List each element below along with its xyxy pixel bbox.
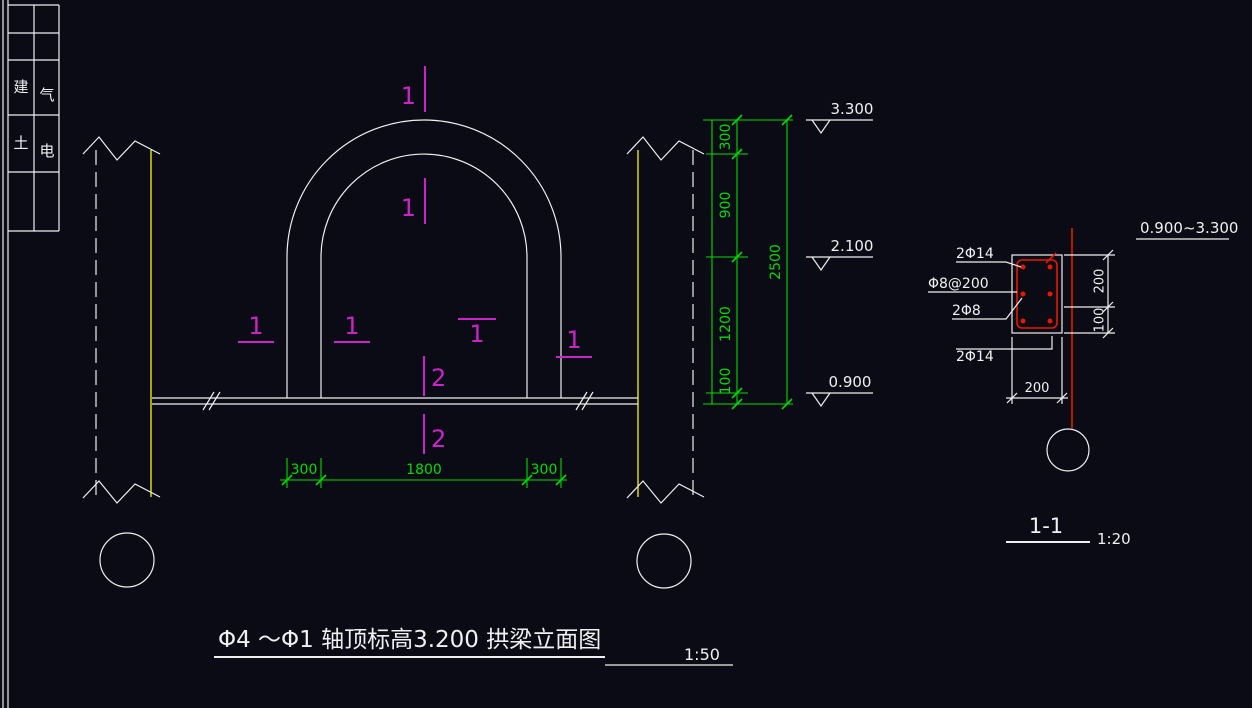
section-markers: 1 1 1 1 1 1 2 2	[238, 66, 592, 454]
rebar-label: 2Φ8	[952, 303, 981, 319]
rebar-dot	[1047, 318, 1053, 324]
section-marker-label: 1	[248, 312, 263, 340]
section-marker-label: 1	[566, 326, 581, 354]
dim-tick	[781, 398, 793, 410]
dim-tick	[1102, 301, 1114, 313]
section-marker-label: 1	[344, 312, 359, 340]
dim-tick	[1102, 249, 1114, 261]
dim-tick	[281, 474, 293, 486]
section-marker-label: 2	[431, 425, 446, 453]
vertical-dimensions: 300 900 1200 100 2500	[703, 114, 793, 410]
stirrup-hook-line	[1045, 252, 1057, 264]
elevation-level-marks: 3.300 2.100 0.900	[806, 100, 874, 408]
level-triangle-icon	[811, 119, 831, 135]
break-symbol	[626, 480, 705, 504]
section-scale: 1:20	[1097, 530, 1131, 548]
dim-tick	[1056, 392, 1068, 404]
dim-tick	[731, 398, 743, 410]
dim-text-total: 2500	[768, 244, 784, 280]
rebar-dot	[1047, 264, 1053, 270]
dim-text: 300	[531, 462, 558, 478]
level-value: 0.900	[829, 373, 872, 391]
dim-text: 100	[718, 368, 734, 395]
strip-cell-label: 电	[39, 142, 54, 160]
rebar-dot	[1020, 264, 1026, 270]
drawing-title-block: Φ4 ～Φ1 轴顶标高3.200 拱梁立面图 1:50	[214, 627, 733, 666]
dim-text: 100	[1093, 308, 1108, 333]
leader-line	[956, 261, 1022, 268]
dim-text: 300	[718, 124, 734, 151]
stirrup-line	[1016, 259, 1058, 329]
rebar-label: 2Φ14	[956, 246, 994, 262]
break-symbol	[82, 480, 161, 504]
beam-break-mark	[575, 391, 588, 411]
dim-text: 300	[291, 462, 318, 478]
dim-text: 1800	[406, 462, 442, 478]
dim-tick	[731, 114, 743, 126]
level-value: 2.100	[831, 237, 874, 255]
arch-beam	[152, 119, 638, 411]
dim-text: 1200	[718, 306, 734, 342]
dim-text: 200	[1093, 269, 1108, 294]
section-marker-label: 1	[469, 320, 484, 348]
strip-cell-label: 建	[13, 78, 28, 96]
dim-text: 900	[718, 192, 734, 219]
dim-tick	[521, 474, 533, 486]
strip-cell-label: 气	[39, 86, 54, 104]
rebar-dot	[1047, 291, 1053, 297]
dim-tick	[1006, 392, 1018, 404]
axis-bubble	[636, 533, 692, 589]
beam-break-mark	[581, 391, 594, 411]
dim-text: 200	[1025, 381, 1050, 396]
rebar-dot	[1020, 291, 1026, 297]
dim-tick	[315, 474, 327, 486]
dim-tick	[555, 474, 567, 486]
axis-bubble	[1046, 428, 1090, 472]
level-value: 3.300	[831, 100, 874, 118]
leader-line	[952, 297, 1023, 320]
section-marker-label: 2	[431, 364, 446, 392]
leader-line	[956, 336, 1053, 350]
section-detail: 2Φ14 Φ8@200 2Φ8 2Φ14 200 100 200 0.900~3…	[928, 219, 1238, 548]
dim-tick	[731, 251, 743, 263]
arch-outer-line	[286, 119, 562, 398]
drawing-title: Φ4 ～Φ1 轴顶标高3.200 拱梁立面图	[218, 627, 601, 653]
beam-break-mark	[208, 391, 221, 411]
arch-inner-line	[320, 153, 528, 398]
break-symbol	[626, 136, 705, 161]
right-column	[626, 136, 705, 589]
dim-tick	[731, 387, 743, 399]
section-marker-label: 1	[401, 194, 416, 222]
drawing-scale: 1:50	[684, 645, 720, 664]
level-triangle-icon	[811, 392, 831, 408]
rebar-dot	[1020, 318, 1026, 324]
section-outline	[1011, 254, 1063, 334]
rebar-label: 2Φ14	[956, 349, 994, 365]
section-title: 1-1	[1029, 514, 1063, 538]
strip-cell-label: 土	[13, 134, 28, 152]
beam-break-mark	[202, 391, 215, 411]
dim-tick	[731, 148, 743, 160]
level-range-label: 0.900~3.300	[1140, 219, 1238, 237]
axis-bubble	[99, 532, 155, 588]
break-symbol	[82, 136, 161, 161]
level-triangle-icon	[811, 256, 831, 272]
section-marker-label: 1	[401, 82, 416, 110]
left-column	[82, 136, 161, 588]
sheet-title-strip: 建 气 土 电	[2, 0, 60, 708]
horizontal-dimensions: 300 1800 300	[280, 458, 567, 488]
dim-tick	[1102, 327, 1114, 339]
rebar-label: Φ8@200	[928, 276, 989, 292]
dim-tick	[781, 114, 793, 126]
